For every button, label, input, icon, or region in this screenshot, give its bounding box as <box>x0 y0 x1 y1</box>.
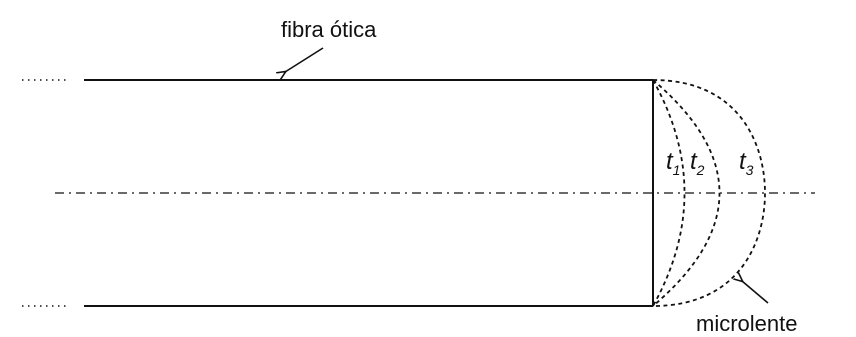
fiber-label-arrow <box>285 47 324 72</box>
lens-profile-t2 <box>652 79 721 307</box>
time-label-t3: t3 <box>739 148 754 178</box>
time-label-t1: t1 <box>666 148 680 178</box>
time-label-t2: t2 <box>690 148 705 178</box>
microlens-label: microlente <box>696 311 797 336</box>
fiber-label: fibra ótica <box>281 17 377 42</box>
microlens-label-arrow <box>742 281 769 304</box>
lens-profile-t1 <box>652 79 686 307</box>
